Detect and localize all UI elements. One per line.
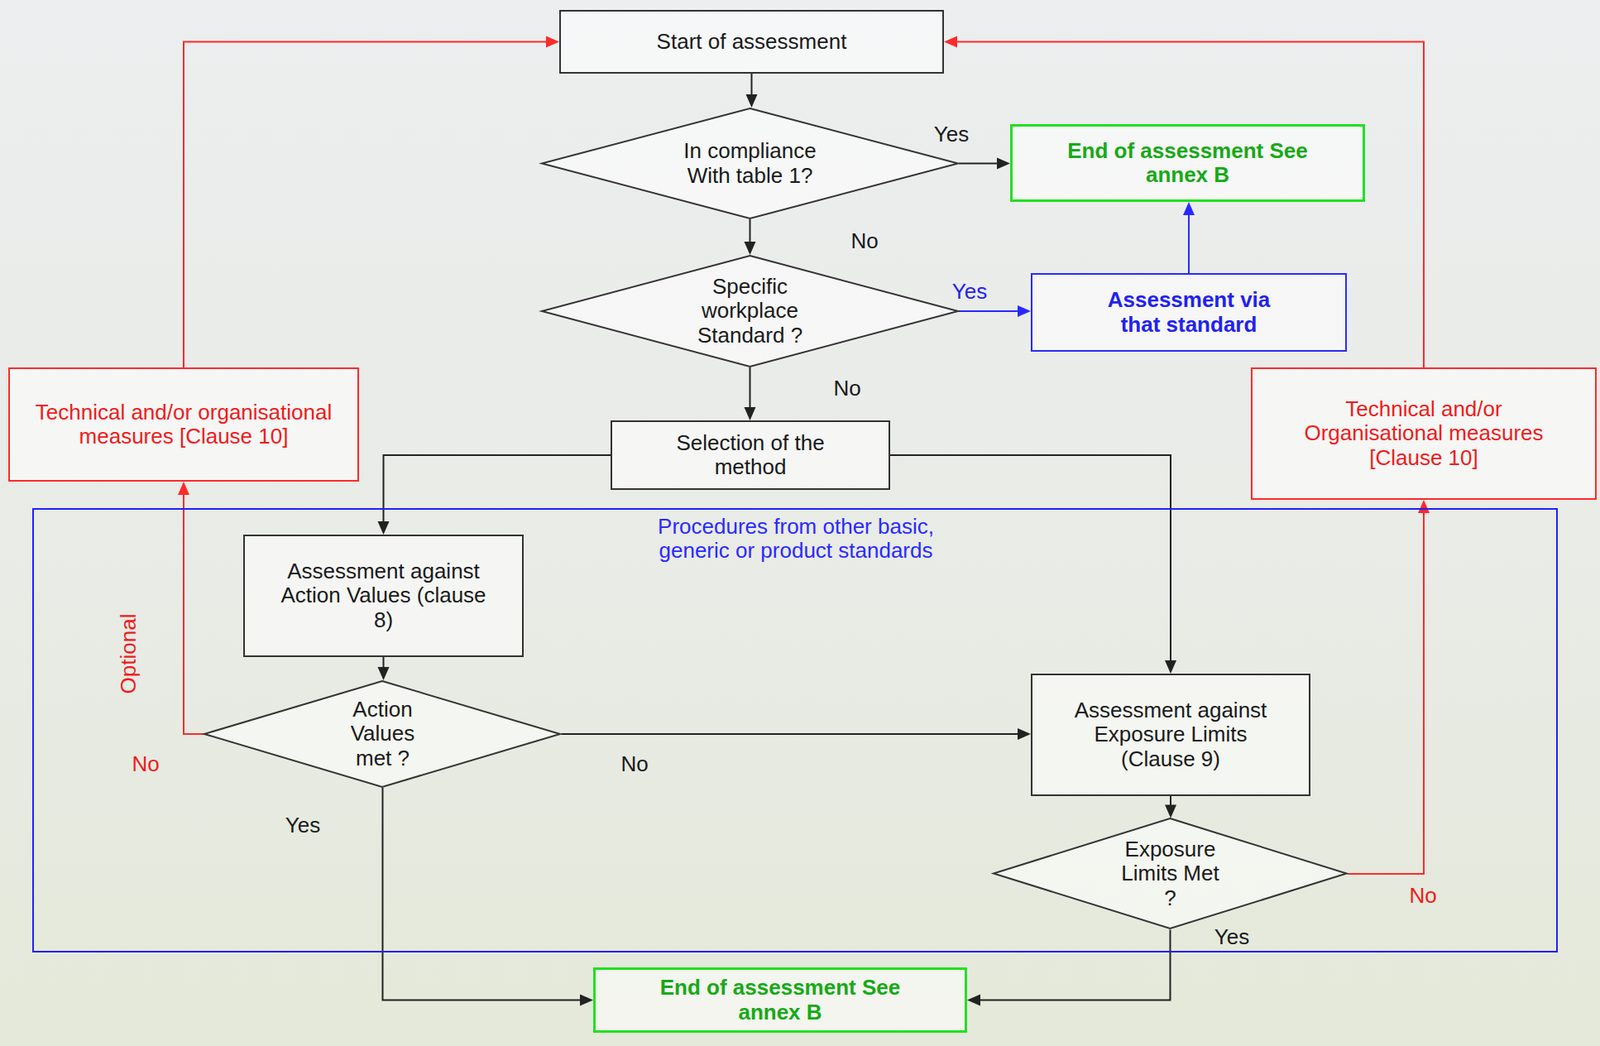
process-box: Assessment via that standard [1030,273,1347,352]
arrow-head [1017,728,1031,740]
connector [890,455,1177,674]
connector [382,787,594,1006]
connector-line [383,656,385,669]
edge-label: Yes [285,813,321,838]
node-text: Action Values met ? [332,697,432,770]
decision-diamond: Action Values met ? [203,680,561,788]
process-box: Assessment against Action Values (clause… [243,534,524,657]
diamond-shape [541,108,959,219]
connector-line [383,455,612,523]
start-box: Start of assessment [559,9,944,74]
connector-line [183,493,204,734]
node-text: Assessment against Exposure Limits (Clau… [1063,698,1279,771]
connector [744,367,757,421]
arrow-head [177,481,190,495]
arrow-head [546,36,560,48]
diamond-shape [541,255,959,367]
connector-line [749,367,752,409]
diamond-shape [204,680,561,787]
edge-label: Yes [952,279,987,304]
arrow-head [1164,804,1177,818]
decision-diamond: Exposure Limits Met ? [992,817,1348,930]
edge-label: No [1408,883,1437,908]
connector-line [1347,511,1424,874]
arrow-head [378,666,390,681]
connector [1347,499,1430,874]
end-box: End of assessment See annex B [1010,124,1366,202]
arrow-head [1164,660,1177,674]
arrow-head [378,521,390,535]
connector-line [751,73,753,96]
connector [746,73,758,108]
connector-line [978,929,1170,1001]
arrow-head [744,241,757,255]
measures-box: Technical and/or Organisational measures… [1250,367,1597,500]
arrow-head [1417,499,1430,513]
node-text: Exposure Limits Met ? [1116,837,1224,910]
edge-label: Yes [934,122,969,147]
connector [943,36,1424,369]
diamond-shape [993,818,1347,929]
node-text: Assessment against Action Values (clause… [276,559,492,632]
connector [378,455,612,535]
connector [967,929,1170,1006]
arrow-head [1017,305,1031,317]
connector-line [183,42,548,369]
connector-line [958,310,1020,312]
arrow-head [746,94,758,108]
end-box: End of assessment See annex B [593,967,968,1033]
node-text: Technical and/or Organisational measures… [1274,397,1573,470]
node-text: In compliance With table 1? [667,138,834,187]
node-text: Selection of the method [667,431,834,480]
decision-diamond: Specific workplace Standard ? [541,254,959,368]
connector [378,656,390,681]
connector-line [1188,213,1190,274]
connector [560,728,1031,740]
process-box: Selection of the method [610,420,891,490]
node-text: Start of assessment [656,29,848,54]
note-label: Optional [116,613,141,695]
arrow-head [967,994,981,1006]
node-text: Assessment via that standard [1106,287,1272,336]
edge-label: No [620,752,648,777]
node-text: End of assessment See annex B [656,975,905,1024]
connector-line [955,42,1424,369]
decision-diamond: In compliance With table 1? [541,107,959,220]
arrow-head [579,994,594,1006]
edge-label: No [833,376,861,401]
connector-line [560,732,1020,735]
arrow-head [996,158,1011,170]
connector [183,36,560,369]
process-box: Assessment against Exposure Limits (Clau… [1030,673,1311,796]
procedures-band: Procedures from other basic, generic or … [32,507,1558,953]
connector [1164,795,1177,818]
node-text: Procedures from other basic, generic or … [655,514,937,563]
connector [958,305,1031,317]
connector [177,481,204,734]
connector [744,219,757,255]
edge-label: No [131,752,159,777]
arrow-head [1183,201,1195,216]
edge-label: No [850,229,878,254]
node-text: Specific workplace Standard ? [692,274,809,347]
connector-line [958,162,999,165]
measures-box: Technical and/or organisational measures… [8,367,360,482]
arrow-head [744,407,757,421]
node-text: Technical and/or organisational measures… [34,400,333,449]
connector [1183,201,1195,274]
connector-line [382,787,582,1001]
connector-line [749,219,752,244]
connector [958,158,1011,170]
node-text: End of assessment See annex B [1063,138,1313,187]
edge-label: Yes [1214,924,1250,949]
arrow-head [943,36,958,48]
